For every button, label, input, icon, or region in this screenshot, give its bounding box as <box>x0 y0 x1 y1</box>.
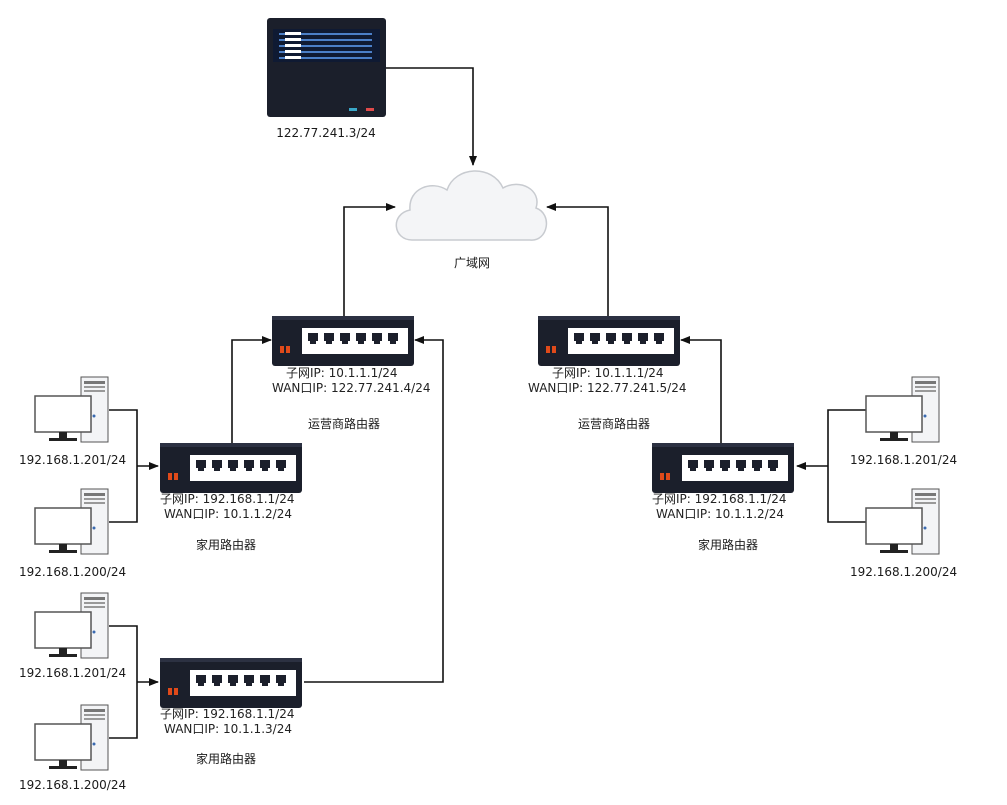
pc-icon <box>34 592 109 659</box>
isp-router-wan: WAN口IP: 122.77.241.5/24 <box>528 381 687 395</box>
home-router-wan: WAN口IP: 10.1.1.3/24 <box>164 722 292 736</box>
home-router-subnet: 子网IP: 192.168.1.1/24 <box>160 492 295 506</box>
pc-ip-label: 192.168.1.200/24 <box>19 778 127 792</box>
home-router-name: 家用路由器 <box>195 752 257 766</box>
pc-icon <box>34 376 109 443</box>
pc-ip-label: 192.168.1.201/24 <box>19 453 127 467</box>
home-router-1-icon <box>160 443 302 493</box>
pc-ip-label: 192.168.1.200/24 <box>850 565 958 579</box>
home-router-wan: WAN口IP: 10.1.1.2/24 <box>656 507 784 521</box>
cloud-icon <box>395 170 548 241</box>
home-router-name: 家用路由器 <box>195 538 257 552</box>
connection-lines <box>109 67 868 739</box>
cloud-label: 广域网 <box>453 256 491 270</box>
isp-router-name: 运营商路由器 <box>307 417 381 431</box>
home-router-wan: WAN口IP: 10.1.1.2/24 <box>164 507 292 521</box>
isp-router-left-icon <box>272 316 414 366</box>
server-icon <box>267 18 386 117</box>
pc-icon <box>34 704 109 771</box>
pc-icon <box>865 376 940 443</box>
isp-router-subnet: 子网IP: 10.1.1.1/24 <box>286 366 398 380</box>
pc-ip-label: 192.168.1.200/24 <box>19 565 127 579</box>
pc-icon <box>34 488 109 555</box>
pc-ip-label: 192.168.1.201/24 <box>850 453 958 467</box>
home-router-3-icon <box>652 443 794 493</box>
server-ip-label: 122.77.241.3/24 <box>276 126 376 140</box>
isp-router-name: 运营商路由器 <box>577 417 651 431</box>
home-router-subnet: 子网IP: 192.168.1.1/24 <box>160 707 295 721</box>
home-router-subnet: 子网IP: 192.168.1.1/24 <box>652 492 787 506</box>
isp-router-wan: WAN口IP: 122.77.241.4/24 <box>272 381 431 395</box>
pc-icon <box>865 488 940 555</box>
isp-router-subnet: 子网IP: 10.1.1.1/24 <box>552 366 664 380</box>
isp-router-right-icon <box>538 316 680 366</box>
home-router-2-icon <box>160 658 302 708</box>
home-router-name: 家用路由器 <box>697 538 759 552</box>
pc-ip-label: 192.168.1.201/24 <box>19 666 127 680</box>
